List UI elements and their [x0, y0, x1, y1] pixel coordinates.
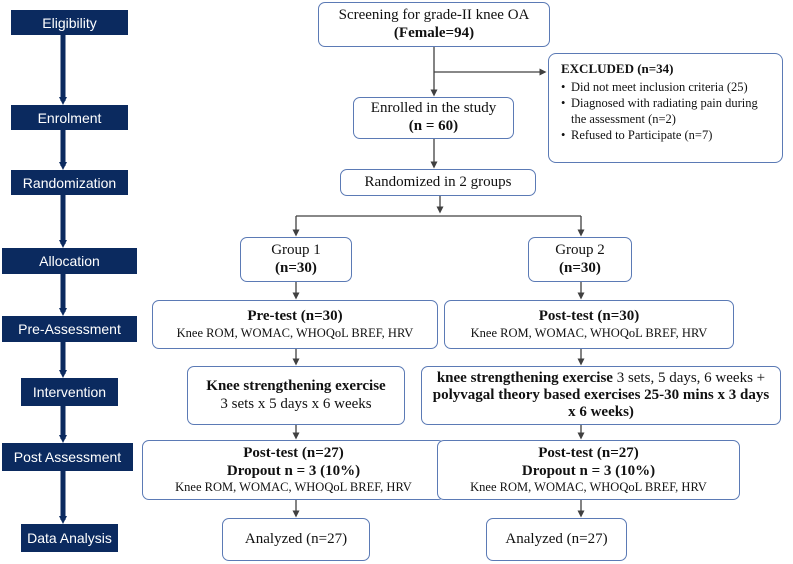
group1-dropout: Dropout n = 3 (10%)	[226, 462, 361, 479]
group1-intervention-title: Knee strengthening exercise	[206, 377, 386, 394]
group2-pretest-measures: Knee ROM, WOMAC, WHOQoL BREF, HRV	[470, 325, 708, 340]
group1-posttest-title: Post-test (n=27)	[243, 444, 344, 461]
group1-pretest-measures: Knee ROM, WOMAC, WHOQoL BREF, HRV	[176, 325, 414, 340]
stage-data-analysis: Data Analysis	[21, 524, 118, 552]
group2-posttest-measures: Knee ROM, WOMAC, WHOQoL BREF, HRV	[470, 480, 707, 495]
group2-intervention-plain1: 3 sets, 5 days, 6 weeks +	[612, 370, 766, 387]
group1-intervention-detail: 3 sets x 5 days x 6 weeks	[220, 395, 372, 412]
group2-posttest-box: Post-test (n=27) Dropout n = 3 (10%) Kne…	[437, 440, 740, 500]
group1-count: (n=30)	[275, 259, 317, 276]
group2-count: (n=30)	[559, 259, 601, 276]
excluded-title: EXCLUDED (n=34)	[561, 61, 674, 76]
group1-analyzed: Analyzed (n=27)	[244, 530, 348, 547]
randomized-box: Randomized in 2 groups	[340, 169, 536, 196]
group2-posttest-title: Post-test (n=27)	[538, 444, 639, 461]
screening-box: Screening for grade-II knee OA (Female=9…	[318, 2, 550, 47]
stage-post-assessment: Post Assessment	[2, 443, 133, 471]
group2-pretest-title: Post-test (n=30)	[538, 308, 640, 325]
excluded-list: Did not meet inclusion criteria (25) Dia…	[561, 79, 776, 143]
group2-dropout: Dropout n = 3 (10%)	[521, 462, 656, 479]
group2-allocation-box: Group 2 (n=30)	[528, 237, 632, 282]
excluded-box: EXCLUDED (n=34) Did not meet inclusion c…	[548, 53, 783, 163]
group1-pretest-box: Pre-test (n=30) Knee ROM, WOMAC, WHOQoL …	[152, 300, 438, 349]
stage-enrolment: Enrolment	[11, 105, 128, 130]
group2-intervention-bold1: knee strengthening exercise	[436, 370, 613, 387]
group2-intervention-bold2: polyvagal theory based exercises 25-30 m…	[432, 387, 770, 420]
stage-allocation: Allocation	[2, 248, 137, 274]
group1-name: Group 1	[271, 241, 321, 258]
group1-allocation-box: Group 1 (n=30)	[240, 237, 352, 282]
excluded-item: Diagnosed with radiating pain during the…	[561, 95, 776, 127]
group1-posttest-box: Post-test (n=27) Dropout n = 3 (10%) Kne…	[142, 440, 445, 500]
group2-intervention-box: knee strengthening exercise 3 sets, 5 da…	[421, 366, 781, 425]
group1-analyzed-box: Analyzed (n=27)	[222, 518, 370, 561]
screening-line1: Screening for grade-II knee OA	[338, 6, 530, 23]
group2-pretest-box: Post-test (n=30) Knee ROM, WOMAC, WHOQoL…	[444, 300, 734, 349]
randomized-line1: Randomized in 2 groups	[364, 173, 512, 190]
flow-connectors	[292, 47, 585, 518]
enrolled-box: Enrolled in the study (n = 60)	[353, 97, 514, 139]
excluded-item: Refused to Participate (n=7)	[561, 127, 776, 143]
stage-pre-assessment: Pre-Assessment	[2, 316, 137, 342]
excluded-item: Did not meet inclusion criteria (25)	[561, 79, 776, 95]
group1-intervention-box: Knee strengthening exercise 3 sets x 5 d…	[187, 366, 405, 425]
stage-randomization: Randomization	[11, 170, 128, 195]
stage-eligibility: Eligibility	[11, 10, 128, 35]
group1-pretest-title: Pre-test (n=30)	[247, 308, 343, 325]
group2-name: Group 2	[555, 241, 605, 258]
group2-intervention-text: knee strengthening exercise 3 sets, 5 da…	[430, 370, 772, 420]
enrolled-line2: (n = 60)	[408, 118, 459, 134]
group2-analyzed: Analyzed (n=27)	[505, 530, 608, 547]
stage-intervention: Intervention	[21, 378, 118, 406]
screening-line2: (Female=94)	[393, 24, 475, 41]
enrolled-line1: Enrolled in the study	[370, 100, 497, 117]
group1-posttest-measures: Knee ROM, WOMAC, WHOQoL BREF, HRV	[175, 480, 412, 495]
group2-analyzed-box: Analyzed (n=27)	[486, 518, 627, 561]
